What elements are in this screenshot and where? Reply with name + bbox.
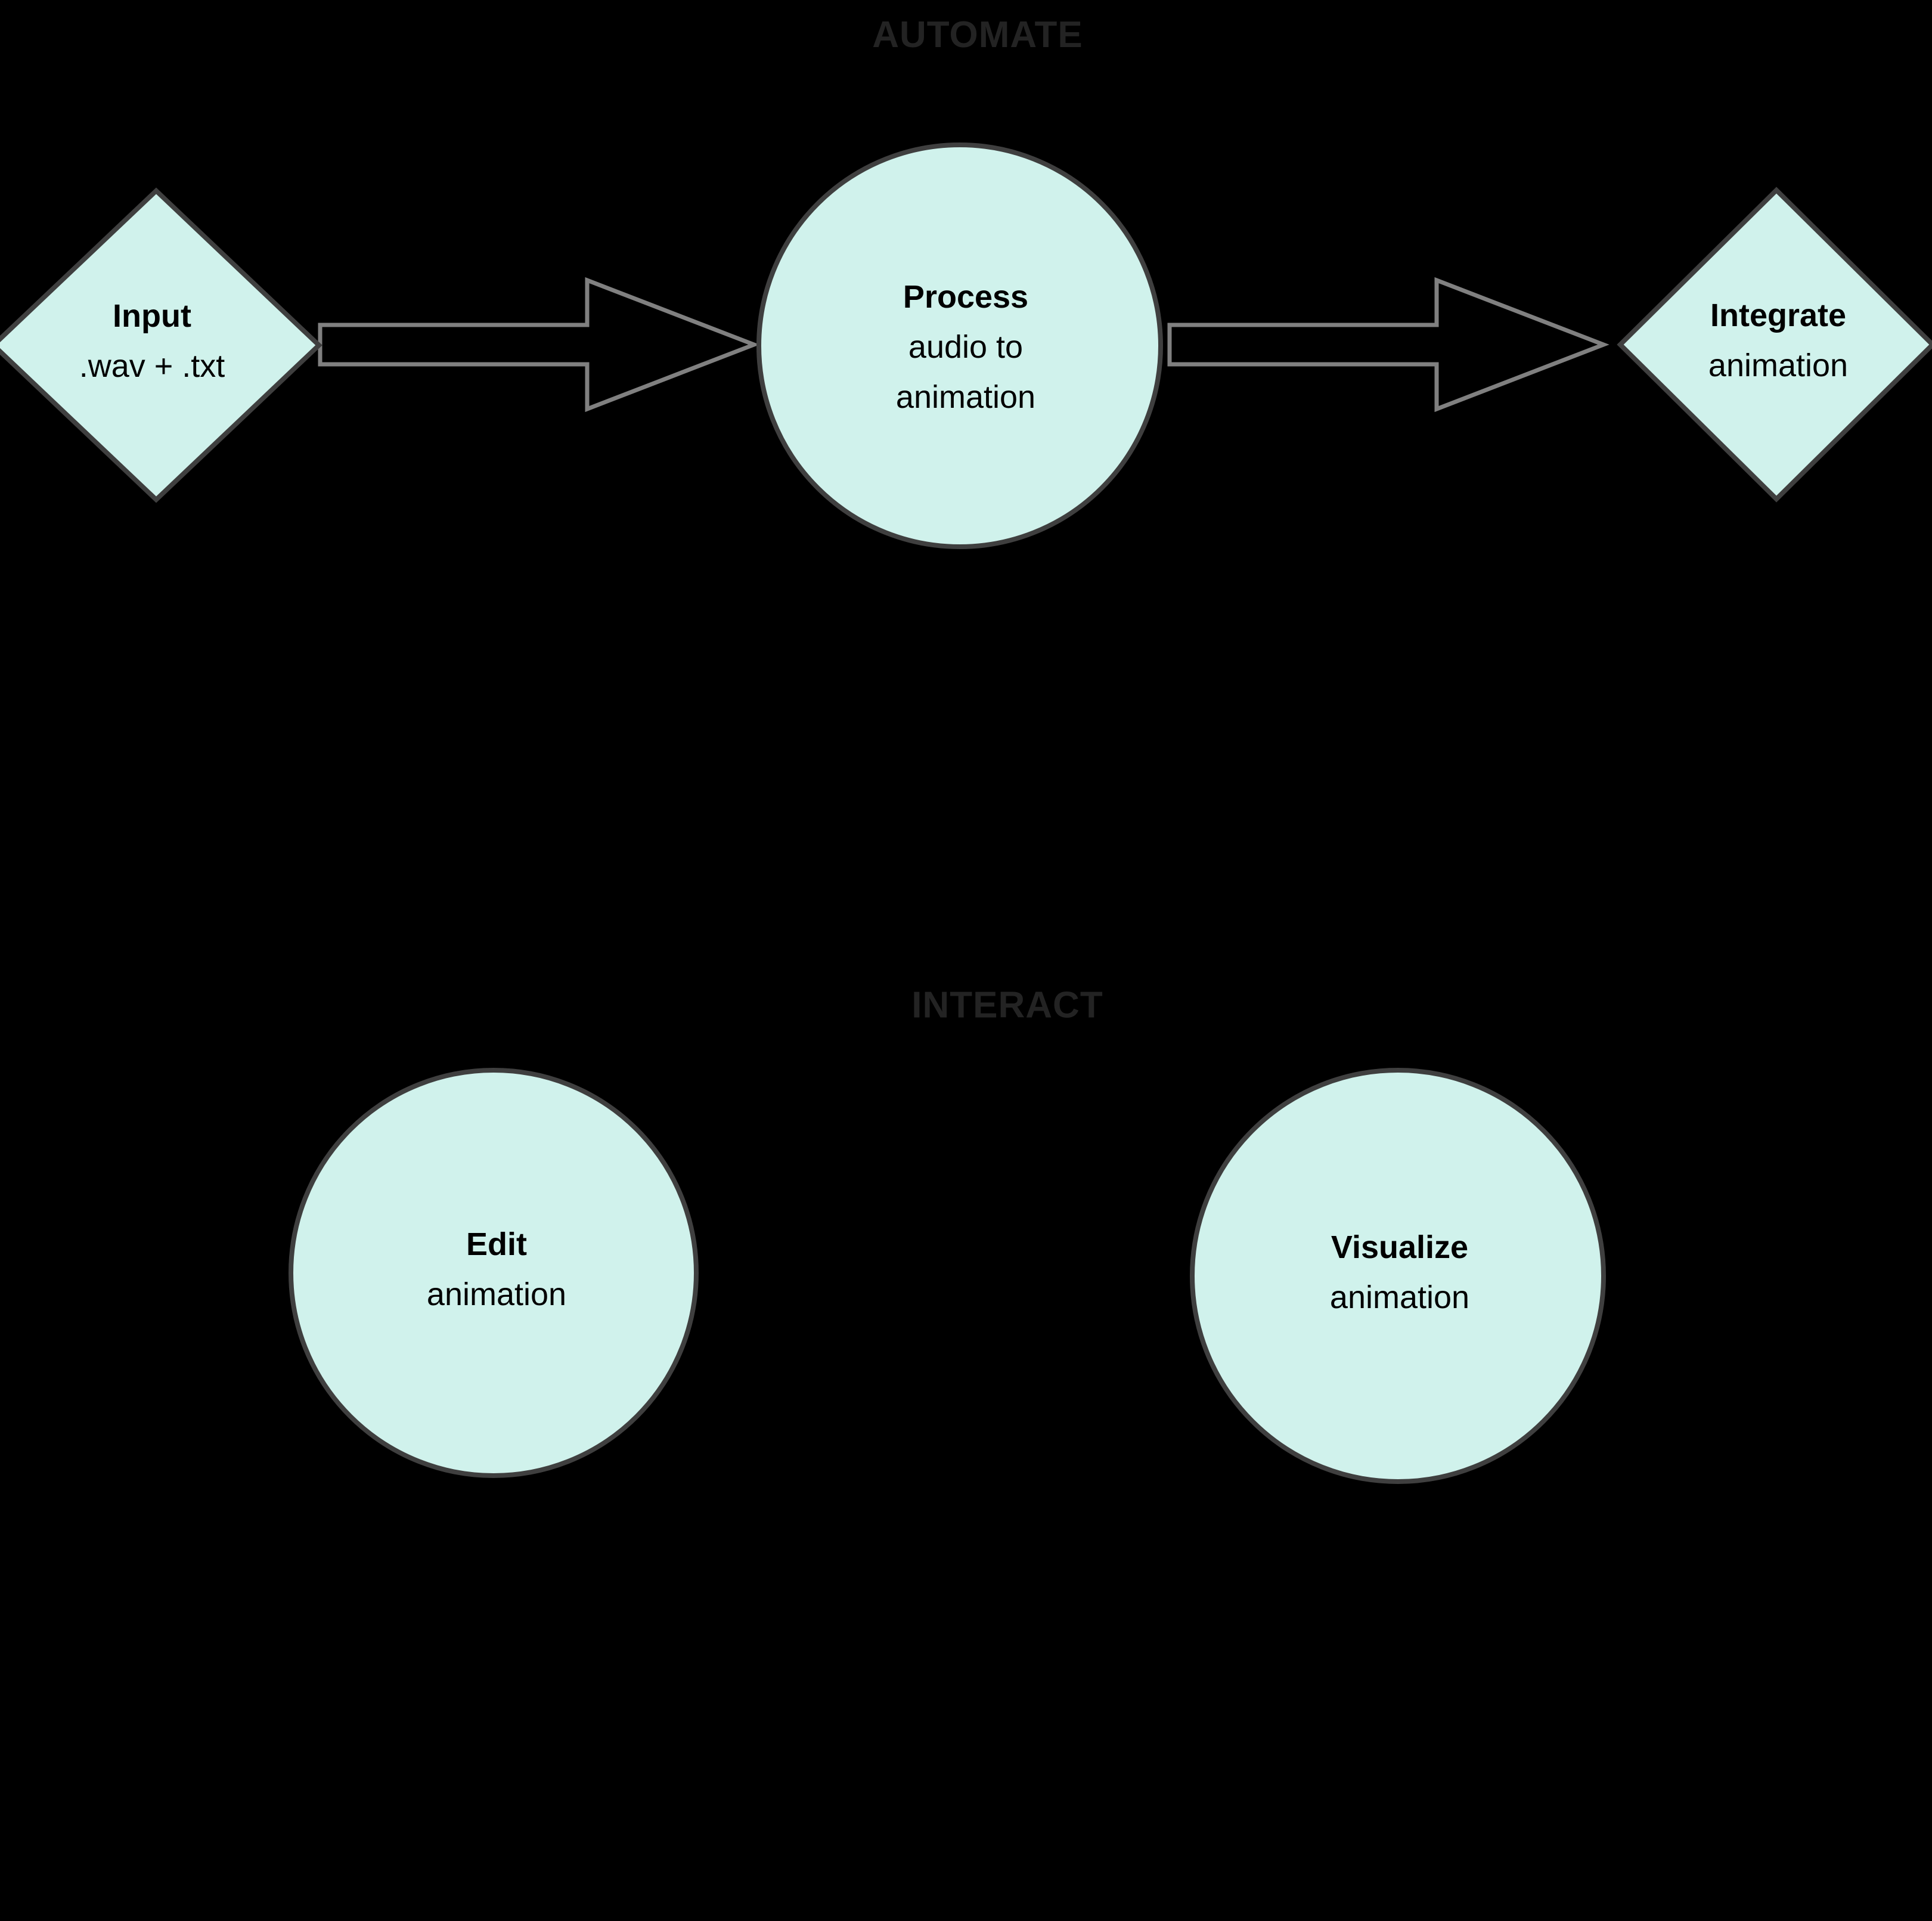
node-visualize[interactable]: Visualize animation bbox=[1190, 1068, 1606, 1484]
node-input-title: Input bbox=[113, 298, 191, 334]
diamond-shape[interactable] bbox=[1617, 187, 1932, 503]
node-visualize-title: Visualize bbox=[1331, 1229, 1468, 1265]
circle-shape[interactable] bbox=[289, 1068, 699, 1478]
section-title-automate: AUTOMATE bbox=[872, 14, 1083, 55]
circle-shape[interactable] bbox=[756, 142, 1163, 549]
section-title-interact: INTERACT bbox=[911, 984, 1103, 1025]
node-edit-title: Edit bbox=[466, 1226, 527, 1262]
diamond-shape[interactable] bbox=[0, 187, 322, 503]
node-process-subtitle-line-2: animation bbox=[896, 379, 1035, 415]
node-process-subtitle-line-1: audio to bbox=[908, 329, 1023, 365]
node-integrate[interactable]: Integrate animation bbox=[1617, 187, 1932, 503]
arrow-shape bbox=[1167, 277, 1610, 413]
arrow-input-to-process bbox=[318, 277, 760, 413]
node-input[interactable]: Input .wav + .txt bbox=[0, 187, 322, 503]
node-edit[interactable]: Edit animation bbox=[289, 1068, 699, 1478]
node-visualize-subtitle: animation bbox=[1330, 1279, 1469, 1315]
node-integrate-subtitle: animation bbox=[1708, 348, 1848, 383]
arrow-shape bbox=[318, 277, 760, 413]
node-integrate-title: Integrate bbox=[1710, 298, 1846, 333]
node-process[interactable]: Process audio to animation bbox=[756, 142, 1163, 549]
node-input-subtitle: .wav + .txt bbox=[79, 348, 225, 384]
circle-shape[interactable] bbox=[1190, 1068, 1606, 1484]
node-edit-subtitle: animation bbox=[427, 1276, 566, 1312]
arrow-process-to-integrate bbox=[1167, 277, 1610, 413]
node-process-title: Process bbox=[903, 279, 1028, 315]
